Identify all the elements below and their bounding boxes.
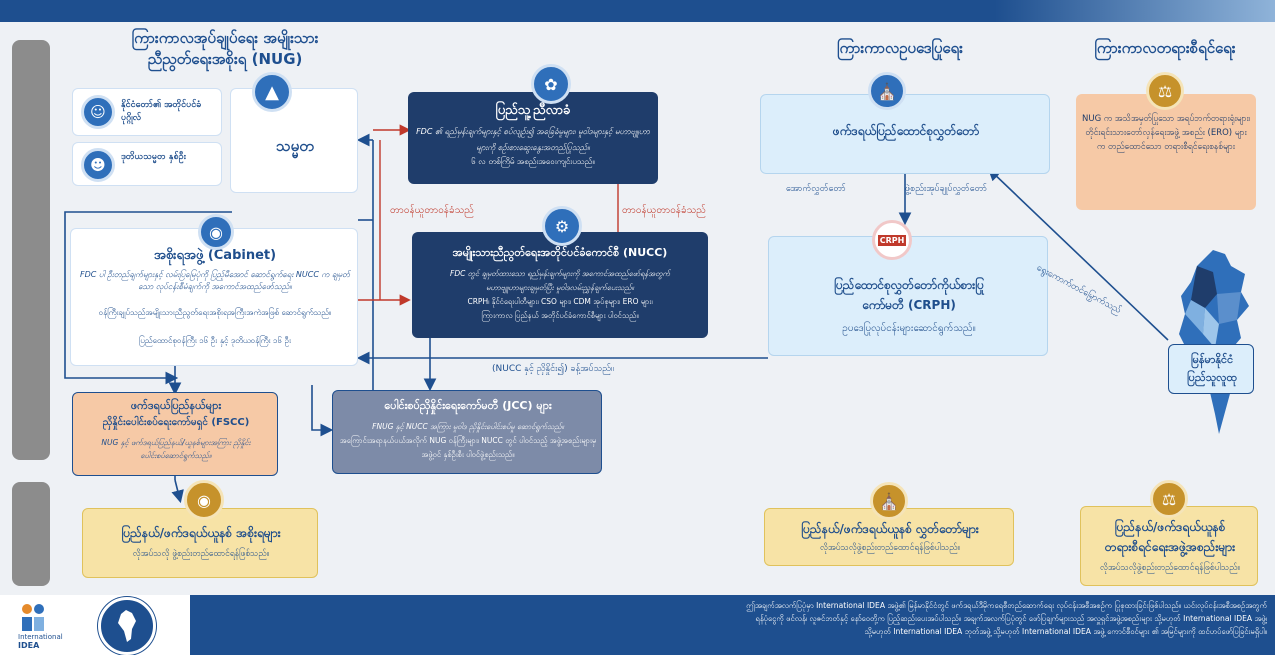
state-governments-box: ပြည်နယ်/ဖက်ဒရယ်ယူနစ် အစိုးရများ လိုအပ်သလ… (82, 508, 318, 578)
footer-disclaimer: ဤအချက်အလက်ပြပုံမှာ International IDEA အဖ… (592, 599, 1267, 638)
jcc-description-1: FNUG နှင့် NUCC အကြား မူဝါဒ ညှိနှိုင်းပေ… (372, 422, 564, 431)
nucc-description-4: ကြားကာလ ပြည်နယ် အတိုင်ပင်ခံကောင်စီများ ပ… (481, 311, 639, 320)
jcc-description-2: အကြောင်းအရာနယ်ပယ်အလိုက် NUG ဝန်ကြီးများ၊… (339, 436, 597, 445)
assembly-description-3: ၆ လ တစ်ကြိမ် အစည်းအဝေးကျင်းပသည်။ (471, 157, 595, 166)
nucc-meeting-icon: ⚙ (542, 206, 582, 246)
justice-scales-icon: ⚖ (1150, 480, 1188, 518)
myanmar-people-box: မြန်မာနိုင်ငံ ပြည်သူလူထု (1168, 344, 1254, 394)
person-icon: ☻ (81, 148, 115, 182)
parliament-building-icon: ⛪ (868, 72, 906, 110)
state-counsellor-label: နိုင်ငံတော်၏ အတိုင်ပင်ခံပုဂ္ဂိုလ် (121, 100, 202, 123)
fscc-box: ဖက်ဒရယ်ပြည်နယ်များ ညှိနှိုင်းပေါင်းစပ်ရေ… (72, 392, 278, 476)
nucc-box: အမျိုးသားညီညွတ်ရေးအတိုင်ပင်ခံကောင်စီ (NU… (412, 232, 708, 338)
union-parliament-label: ဖက်ဒရယ်ပြည်ထောင်စုလွှတ်တော် (832, 124, 980, 138)
footer-text-line3: သို့မဟုတ် International IDEA ဘုတ်အဖွဲ့ သ… (864, 627, 1267, 636)
group-icon: ◉ (184, 480, 224, 520)
appoint-label: (NUCC နှင့် ညှိနှိုင်း၍) ခန့်အပ်သည်။ (492, 364, 614, 374)
state-counsellor-card: ☺ နိုင်ငံတော်၏ အတိုင်ပင်ခံပုဂ္ဂိုလ် (72, 88, 222, 136)
crph-logo: CRPH (872, 220, 912, 260)
footer-text-line1: ဤအချက်အလက်ပြပုံမှာ International IDEA အဖ… (746, 601, 1267, 610)
international-idea-logo: International IDEA (18, 604, 78, 650)
myanmar-map (1179, 250, 1249, 434)
nucc-title: အမျိုးသားညီညွတ်ရေးအတိုင်ပင်ခံကောင်စီ (NU… (452, 246, 668, 259)
my-constitution-seal (98, 597, 156, 655)
assembly-crowd-icon: ✿ (531, 64, 571, 104)
peoples-assembly-box: ပြည်သူ့ညီလာခံ FDC ၏ ရည်မှန်းချက်များနှင့… (408, 92, 658, 184)
crph-box: ပြည်ထောင်စုလွှတ်တော်ကိုယ်စားပြု ကော်မတီ … (768, 236, 1048, 356)
crph-title-line2: ကော်မတီ (CRPH) (862, 298, 956, 312)
judiciary-section-title: ကြားကာလတရားစီရင်ရေး (1094, 39, 1236, 57)
fscc-description-1: NUG နှင့် ဖက်ဒရယ်ပြည်နယ်/ယူနစ်များအကြား … (101, 438, 251, 447)
state-governments-description: လိုအပ်သလို ဖွဲ့စည်းတည်ထောင်ရန်ဖြစ်သည်။ (132, 549, 270, 559)
vice-president-label: ဒုတိယသမ္မတ နှစ်ဦး (121, 152, 186, 162)
cabinet-title: အစိုးရအဖွဲ့ (Cabinet) (153, 248, 277, 263)
podium-icon: ▲ (252, 72, 292, 112)
assembly-title: ပြည်သူ့ညီလာခံ (495, 103, 571, 118)
jcc-title: ပေါင်းစပ်ညှိနှိုင်းရေးကော်မတီ (JCC) များ (384, 399, 552, 412)
jcc-box: ပေါင်းစပ်ညှိနှိုင်းရေးကော်မတီ (JCC) များ… (332, 390, 602, 474)
union-parliament-box: ဖက်ဒရယ်ပြည်ထောင်စုလွှတ်တော် (760, 94, 1050, 174)
nucc-description-1: FDC တွင် ချမှတ်ထားသော ရည်မှန်းချက်များကိ… (450, 269, 670, 278)
state-judiciary-title-line1: ပြည်နယ်/ဖက်ဒရယ်ယူနစ် (1114, 520, 1226, 534)
state-judiciary-description: လိုအပ်သလိုဖွဲ့စည်းတည်ထောင်ရန်ဖြစ်ပါသည်။ (1099, 563, 1241, 573)
cabinet-box: အစိုးရအဖွဲ့ (Cabinet) FDC ပါ ဦးတည်ချက်မျ… (70, 228, 358, 366)
crph-title-line1: ပြည်ထောင်စုလွှတ်တော်ကိုယ်စားပြု (834, 278, 984, 292)
fscc-title-line2: ညှိနှိုင်းပေါင်းစပ်ရေးကော်မရှင် (FSCC) (102, 417, 250, 428)
nucc-description-2: မဟာဗျူဟာများချမှတ်ပြီး မူဝါဒလမ်းညွှန်ချက… (486, 283, 634, 292)
legislature-section-title: ကြားကာလဥပဒေပြုရေး (837, 39, 963, 57)
accountable-label-right: တာဝန်ယူတာဝန်ခံသည် (622, 205, 706, 216)
footer-text-line2: ရန်ပုံငွေကို ဖင်လန်၊ လူဇင်ဘတ်နှင့် နော်ဝ… (755, 614, 1267, 623)
nucc-description-3: CRPH၊ နိုင်ငံရေးပါတီများ၊ CSO များ၊ CDM … (467, 297, 653, 306)
state-legislatures-box: ပြည်နယ်/ဖက်ဒရယ်ယူနစ် လွှတ်တော်များ လိုအပ… (764, 508, 1014, 566)
vice-president-card: ☻ ဒုတိယသမ္မတ နှစ်ဦး (72, 142, 222, 186)
scales-of-justice-icon: ⚖ (1146, 72, 1184, 110)
people-label-line2: ပြည်သူလူထု (1186, 371, 1238, 384)
lower-house-label: အောက်လွှတ်တော် (786, 184, 846, 194)
idea-logo-line1: International (18, 633, 63, 641)
assembly-description-2: များကို စဉ်းစားဆွေးနွေးအတည်ပြုသည်။ (476, 143, 590, 152)
cabinet-description-3: ပြည်ထောင်စုဝန်ကြီး ၁၆ ဦး နှင့် ဒုတိယဝန်က… (138, 336, 292, 345)
cabinet-description-1: FDC ပါ ဦးတည်ချက်များနှင့် လမ်းပြမြေပုံကိ… (80, 270, 350, 291)
fscc-description-2: ပေါင်းစပ်ဆောင်ရွက်သည်။ (140, 451, 212, 460)
left-section-bar-bottom (12, 482, 50, 586)
footer-bar (0, 595, 1275, 655)
crph-logo-badge: CRPH (877, 234, 907, 246)
cabinet-group-icon: ◉ (198, 214, 234, 250)
state-judiciary-title-line2: တရားစီရင်ရေးအဖွဲ့အစည်းများ (1104, 540, 1236, 554)
person-speech-icon: ☺ (81, 95, 115, 129)
nug-title-line1: ကြားကာလအုပ်ချုပ်ရေး အမျိုးသား (131, 29, 319, 47)
upper-house-label: ဖွဲ့စည်းအုပ်ချုပ်လွှတ်တော် (905, 184, 988, 194)
assembly-description-1: FDC ၏ ရည်မှန်းချက်များနှင့် စပ်လျဉ်း၍ အခ… (416, 127, 650, 136)
president-box: သမ္မတ (230, 88, 358, 193)
people-label-line1: မြန်မာနိုင်ငံ (1190, 353, 1234, 366)
state-governments-title: ပြည်နယ်/ဖက်ဒရယ်ယူနစ် အစိုးရများ (121, 526, 281, 540)
state-judiciary-box: ပြည်နယ်/ဖက်ဒရယ်ယူနစ် တရားစီရင်ရေးအဖွဲ့အစ… (1080, 506, 1258, 586)
fscc-title-line1: ဖက်ဒရယ်ပြည်နယ်များ (130, 399, 222, 412)
crph-description: ဥပဒေပြုလုပ်ငန်းများဆောင်ရွက်သည်။ (842, 323, 976, 334)
judiciary-box: NUG က အသိအမှတ်ပြုသော အရပ်ဘက်တရားရုံးများ… (1076, 94, 1256, 210)
president-label: သမ္မတ (276, 137, 314, 155)
state-legislatures-title: ပြည်နယ်/ဖက်ဒရယ်ယူနစ် လွှတ်တော်များ (801, 522, 979, 536)
legislature-building-icon: ⛪ (870, 482, 908, 520)
seal-map-icon (118, 610, 136, 642)
idea-logo-line2: IDEA (18, 641, 40, 650)
top-banner (0, 0, 1275, 22)
nug-title-line2: ညီညွတ်ရေးအစိုးရ (NUG) (147, 50, 303, 68)
cabinet-description-2: ဝန်ကြီးချုပ်သည်အမျိုးသားညီညွတ်ရေးအစိုးရအ… (98, 308, 332, 317)
left-section-bar-top (12, 40, 50, 460)
judiciary-description: NUG က အသိအမှတ်ပြုသော အရပ်ဘက်တရားရုံးများ… (1082, 114, 1250, 152)
state-legislatures-description: လိုအပ်သလိုဖွဲ့စည်းတည်ထောင်ရန်ဖြစ်ပါသည်။ (819, 543, 961, 553)
jcc-description-3: အဖွဲ့ဝင် နှစ်ဦးစီး ပါဝင်ဖွဲ့စည်းသည်။ (421, 450, 515, 459)
accountable-label-left: တာဝန်ယူတာဝန်ခံသည် (390, 205, 474, 216)
